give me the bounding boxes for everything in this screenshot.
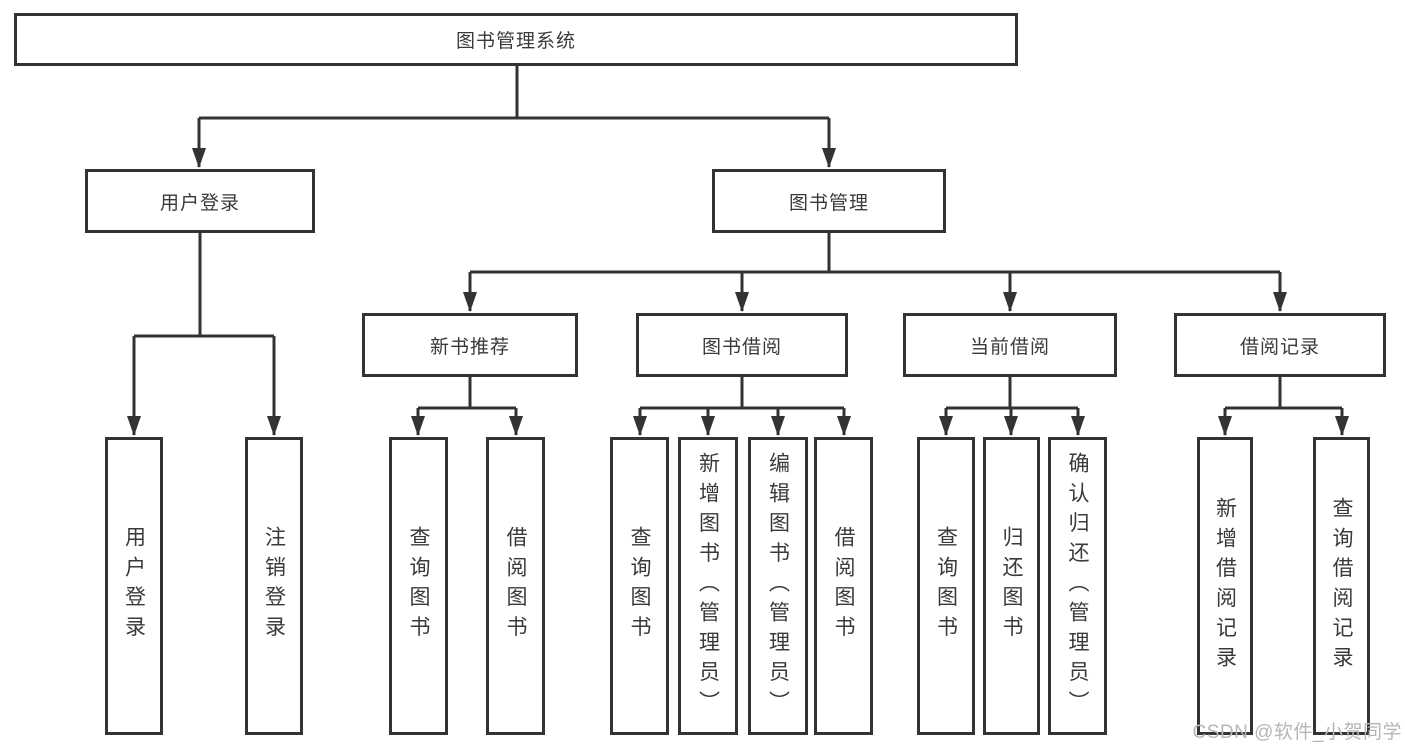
node-query-books-recommend: 查询图书 bbox=[389, 437, 448, 735]
node-return-books: 归还图书 bbox=[983, 437, 1040, 735]
node-label: 当前借阅 bbox=[969, 336, 1050, 358]
node-label: 编辑图书（管理员） bbox=[766, 451, 790, 721]
node-label: 新书推荐 bbox=[429, 336, 510, 358]
node-label: 图书借阅 bbox=[701, 336, 782, 358]
node-logout: 注销登录 bbox=[245, 437, 303, 735]
node-query-books-borrowing: 查询图书 bbox=[610, 437, 669, 735]
node-label: 图书管理 bbox=[788, 192, 869, 214]
node-label: 新增借阅记录 bbox=[1213, 496, 1237, 676]
node-label: 图书管理系统 bbox=[455, 31, 576, 52]
node-label: 查询借阅记录 bbox=[1330, 496, 1353, 676]
node-label: 查询图书 bbox=[628, 526, 651, 646]
node-library-system: 图书管理系统 bbox=[14, 13, 1018, 66]
node-label: 借阅图书 bbox=[832, 526, 855, 646]
node-label: 注销登录 bbox=[262, 526, 286, 646]
node-label: 用户登录 bbox=[122, 526, 146, 646]
node-query-borrow-record: 查询借阅记录 bbox=[1313, 437, 1370, 735]
node-edit-books-admin: 编辑图书（管理员） bbox=[748, 437, 808, 735]
node-query-books-current: 查询图书 bbox=[917, 437, 975, 735]
node-add-books-admin: 新增图书（管理员） bbox=[678, 437, 738, 735]
node-book-borrowing: 图书借阅 bbox=[636, 313, 848, 377]
node-user-login-leaf: 用户登录 bbox=[105, 437, 163, 735]
node-add-borrow-record: 新增借阅记录 bbox=[1197, 437, 1253, 735]
node-label: 新增图书（管理员） bbox=[696, 451, 720, 721]
node-user-login: 用户登录 bbox=[85, 169, 315, 233]
node-label: 用户登录 bbox=[159, 192, 240, 214]
node-label: 借阅记录 bbox=[1239, 336, 1320, 358]
node-label: 归还图书 bbox=[1000, 526, 1023, 646]
node-label: 借阅图书 bbox=[504, 526, 527, 646]
node-borrow-books-borrowing: 借阅图书 bbox=[814, 437, 873, 735]
node-new-book-recommendation: 新书推荐 bbox=[362, 313, 578, 377]
node-confirm-return-admin: 确认归还（管理员） bbox=[1048, 437, 1107, 735]
node-label: 查询图书 bbox=[934, 526, 958, 646]
node-current-borrowing: 当前借阅 bbox=[903, 313, 1117, 377]
node-book-management: 图书管理 bbox=[712, 169, 946, 233]
node-borrowing-records: 借阅记录 bbox=[1174, 313, 1386, 377]
node-label: 查询图书 bbox=[407, 526, 430, 646]
node-label: 确认归还（管理员） bbox=[1066, 451, 1089, 721]
csdn-watermark: CSDN @软件_小贺同学 bbox=[1192, 722, 1402, 743]
node-borrow-books-recommend: 借阅图书 bbox=[486, 437, 545, 735]
